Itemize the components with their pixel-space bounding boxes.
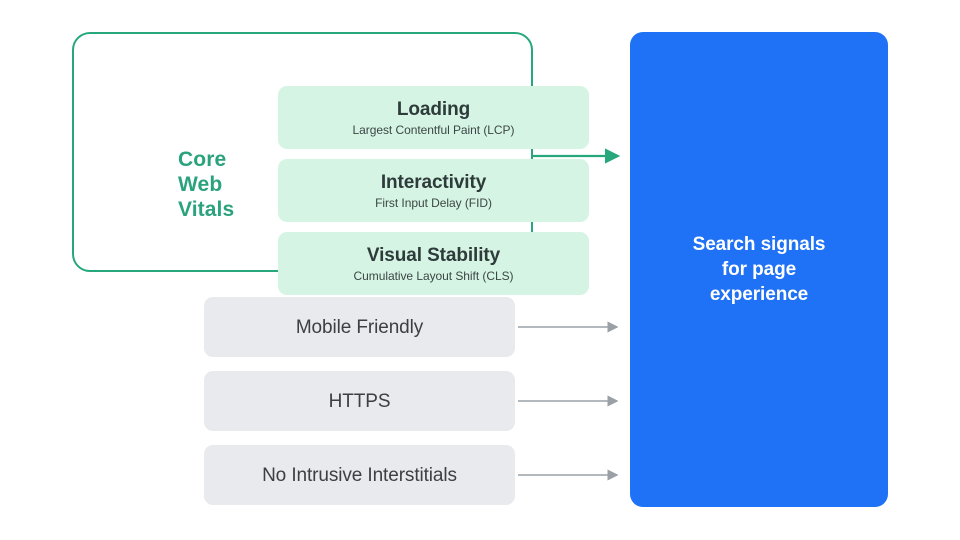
core-web-vitals-label-line-1: Core — [178, 148, 227, 171]
result-line-3: experience — [709, 284, 809, 305]
result-line-1: Search signals — [692, 234, 826, 255]
vital-card-interactivity[interactable]: Interactivity First Input Delay (FID) — [278, 159, 589, 222]
signal-card-no-intrusive-interstitials[interactable]: No Intrusive Interstitials — [204, 445, 515, 505]
result-panel[interactable]: Search signals for page experience — [630, 32, 888, 507]
vital-subtitle: Cumulative Layout Shift (CLS) — [353, 268, 514, 283]
signal-card-https[interactable]: HTTPS — [204, 371, 515, 431]
vital-subtitle: First Input Delay (FID) — [375, 195, 492, 210]
vital-card-loading[interactable]: Loading Largest Contentful Paint (LCP) — [278, 86, 589, 149]
core-web-vitals-label-line-2: Web — [178, 173, 223, 196]
signal-label: HTTPS — [328, 390, 391, 412]
result-panel-text: Search signals for page experience — [675, 232, 844, 307]
vital-title: Visual Stability — [366, 244, 501, 266]
signal-label: Mobile Friendly — [295, 316, 424, 338]
vital-subtitle: Largest Contentful Paint (LCP) — [352, 122, 515, 137]
core-web-vitals-label-line-3: Vitals — [178, 198, 235, 221]
result-line-2: for page — [721, 259, 797, 280]
signal-card-mobile-friendly[interactable]: Mobile Friendly — [204, 297, 515, 357]
signal-label: No Intrusive Interstitials — [262, 464, 457, 486]
core-web-vitals-group: Core Web Vitals Loading Largest Contentf… — [72, 32, 589, 295]
vital-title: Loading — [396, 98, 471, 120]
vital-card-visual-stability[interactable]: Visual Stability Cumulative Layout Shift… — [278, 232, 589, 295]
core-web-vitals-group-label: Core Web Vitals — [178, 147, 264, 222]
vital-title: Interactivity — [380, 171, 487, 193]
